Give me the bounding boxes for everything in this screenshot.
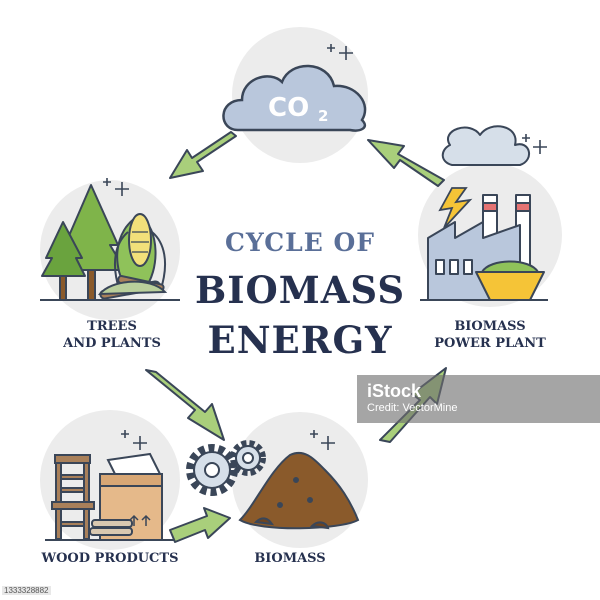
cloud-icon: CO 2 [222, 64, 367, 132]
factory-icon [420, 125, 548, 301]
soil-pile-icon [238, 451, 360, 530]
sparkle-icon [522, 134, 547, 154]
trees-label-line1: TREES [87, 319, 137, 334]
sparkle-icon [310, 430, 335, 450]
pine-tree-icon [41, 184, 126, 301]
trees-label: TREES AND PLANTS [42, 318, 182, 352]
stock-watermark: iStock Credit: VectorMine [357, 375, 600, 423]
corn-icon [113, 213, 167, 293]
stock-image-id: 1333328882 [2, 586, 51, 595]
co2-subscript: 2 [318, 107, 328, 125]
arrow-wood-to-gears [169, 507, 231, 543]
arrow-plant-to-co2 [367, 139, 445, 187]
trees-label-line2: AND PLANTS [63, 336, 161, 351]
co2-formula: CO [268, 93, 309, 123]
wood-products-label: WOOD PRODUCTS [41, 551, 179, 566]
diagram-title-line1: CYCLE OF [224, 228, 376, 257]
power-plant-label: BIOMASS POWER PLANT [415, 318, 565, 352]
sparkle-icon [103, 178, 129, 196]
arrow-trees-to-biomass [145, 369, 225, 441]
power-plant-label-line1: BIOMASS [454, 319, 526, 334]
watermark-brand: iStock [367, 381, 422, 401]
sparkle-icon [327, 44, 353, 60]
sparkle-icon [121, 430, 147, 450]
log-pile-icon [40, 275, 180, 301]
diagram-title-line3: ENERGY [207, 318, 393, 362]
watermark-credit: Credit: VectorMine [367, 402, 458, 414]
power-plant-label-line2: POWER PLANT [434, 336, 546, 351]
gear-icon [186, 444, 238, 496]
plank-stack-icon [89, 519, 133, 536]
biomass-label: BIOMASS [254, 551, 326, 566]
gear-icon [230, 440, 266, 476]
lightning-icon [438, 187, 473, 229]
arrow-co2-to-trees [169, 131, 237, 179]
diagram-title-line2: BIOMASS [194, 268, 406, 312]
